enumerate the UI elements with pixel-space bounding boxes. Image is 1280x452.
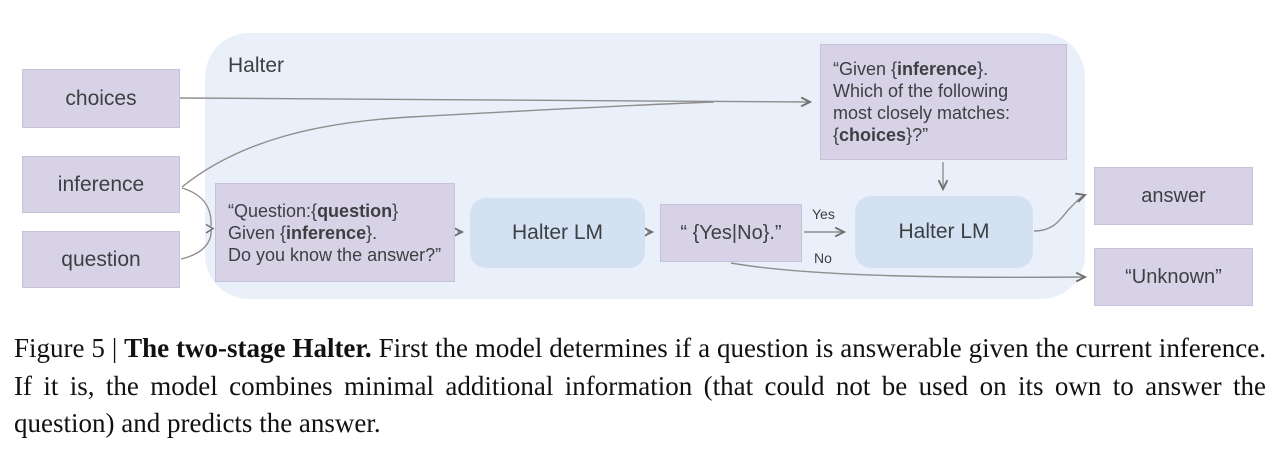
unknown-box: “Unknown” [1094,248,1253,306]
prompt2-line4: { [833,125,840,145]
prompt2-line2: Which of the following [833,81,1009,101]
prompt1-line1: “Question:{ [228,200,318,221]
prompt-box-choice-match: “Given {inference}. Which of the followi… [820,44,1067,160]
input-box-inference: inference [22,156,180,213]
prompt1-var-inference: inference [286,222,367,243]
figure-diagram: Halter choices inference question [22,33,1253,306]
halter-lm-1-label: Halter LM [511,221,604,244]
unknown-label: “Unknown” [1125,265,1222,288]
prompt2-var-inference: inference [897,59,978,79]
figure-caption: Figure 5 | The two-stage Halter. First t… [14,330,1266,443]
yes-edge-label: Yes [812,206,835,222]
prompt1-text: “Question:{question} Given {inference}. … [228,200,442,265]
input-box-question: question [22,231,180,288]
prompt-box-question-known: “Question:{question} Given {inference}. … [215,183,455,282]
yesno-label: “ {Yes|No}.” [680,221,782,244]
yesno-box: “ {Yes|No}.” [660,204,802,262]
no-edge-label: No [814,250,832,266]
prompt2-text: “Given {inference}. Which of the followi… [833,59,1011,145]
input-box-choices: choices [22,69,180,128]
answer-label: answer [1141,184,1206,207]
prompt2-var-choices: choices [839,125,907,145]
halter-container-label: Halter [228,54,285,77]
caption-prefix: Figure 5 | [14,333,125,363]
halter-lm-1-box: Halter LM [470,198,645,268]
halter-lm-2-label: Halter LM [898,220,990,243]
halter-lm-2-box: Halter LM [855,196,1033,268]
input-label-inference: inference [57,172,145,196]
input-label-choices: choices [65,86,137,110]
prompt1-line3: Do you know the answer?” [228,244,442,265]
caption-title-bold: The two-stage Halter. [124,333,372,363]
caption-body: First the model determines if a question… [14,333,1266,438]
prompt2-line1: “Given { [833,59,898,79]
prompt2-line3: most closely matches: [833,103,1011,123]
prompt1-var-question: question [317,200,393,221]
prompt1-line2: Given { [228,222,287,243]
input-label-question: question [61,247,141,271]
answer-box: answer [1094,167,1253,225]
